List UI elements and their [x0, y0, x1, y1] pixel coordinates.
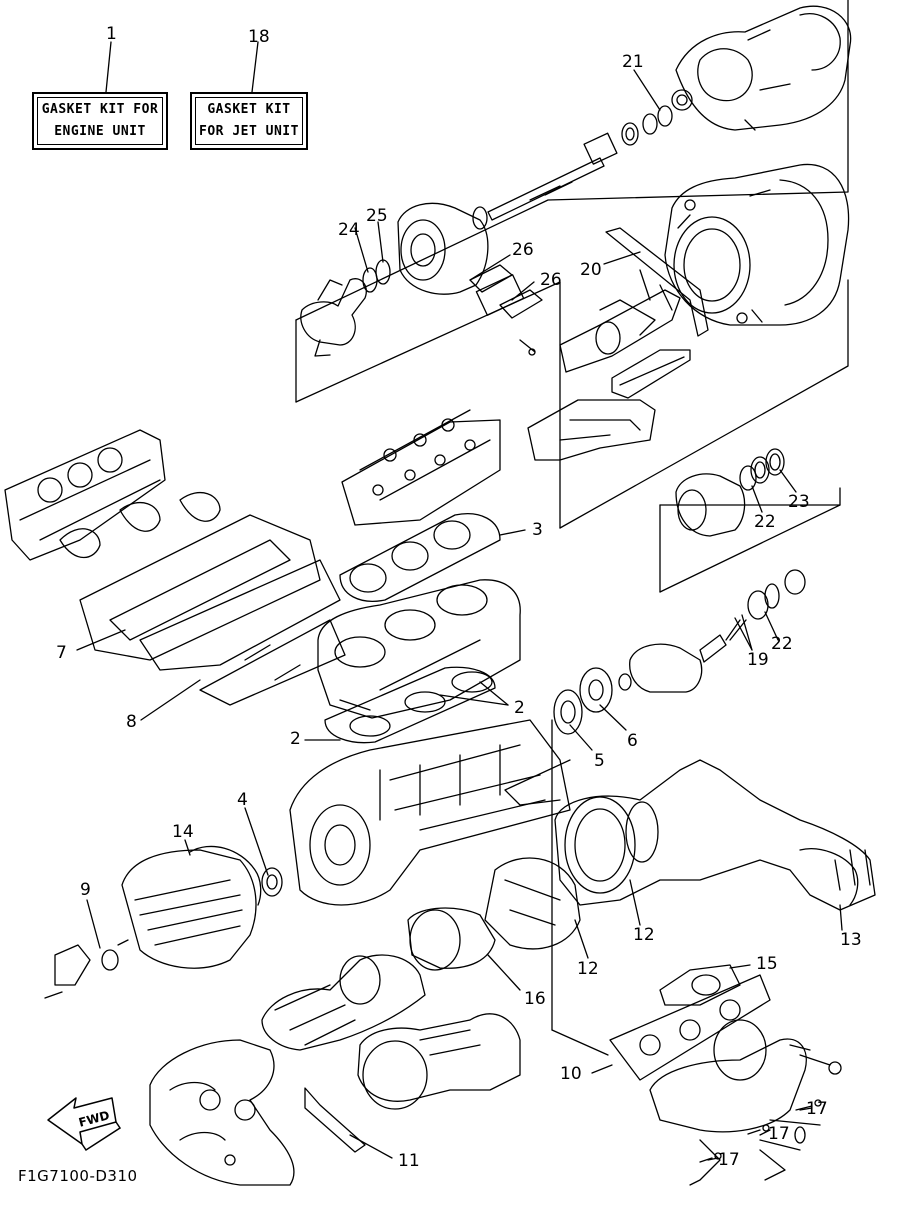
- callout-2a: 2: [514, 698, 525, 718]
- callout-26a: 26: [512, 240, 534, 260]
- kit-jet-line1: GASKET KIT: [207, 102, 291, 117]
- magneto-cover: [121, 849, 257, 969]
- reed-valves: [139, 559, 341, 671]
- intake-manifold: [79, 514, 321, 661]
- callout-9: 9: [80, 880, 91, 900]
- callout-5: 5: [594, 751, 605, 771]
- intake-duct: [559, 289, 681, 373]
- callout-13: 13: [840, 930, 862, 950]
- callout-15: 15: [756, 954, 778, 974]
- callout-12b: 12: [577, 959, 599, 979]
- callout-11: 11: [398, 1151, 420, 1171]
- callout-19: 19: [747, 650, 769, 670]
- bearing-housing: [397, 202, 489, 295]
- callout-25: 25: [366, 206, 388, 226]
- ride-plate: [527, 399, 656, 461]
- kit-engine-line2: ENGINE UNIT: [54, 124, 146, 139]
- exhaust-chamber: [609, 974, 771, 1081]
- kit-engine-line1: GASKET KIT FOR: [41, 102, 159, 117]
- diagram-code: F1G7100-D310: [18, 1167, 138, 1185]
- jet-unit-frame: [295, 0, 849, 321]
- callout-2b: 2: [290, 729, 301, 749]
- callout-20: 20: [580, 260, 602, 280]
- manifold-gasket: [109, 539, 291, 641]
- callout-14: 14: [172, 822, 194, 842]
- callout-4: 4: [237, 790, 248, 810]
- kit-box-engine: GASKET KIT FOR ENGINE UNIT: [32, 92, 168, 150]
- callout-16: 16: [524, 989, 546, 1009]
- callout-21: 21: [622, 52, 644, 72]
- carburetors: [4, 429, 166, 561]
- kit-box-jet: GASKET KIT FOR JET UNIT: [190, 92, 308, 150]
- jet-pump-housing: [675, 5, 852, 131]
- callout-23: 23: [788, 492, 810, 512]
- callout-3: 3: [532, 520, 543, 540]
- callout-10: 10: [560, 1064, 582, 1084]
- head-gasket: [339, 513, 501, 602]
- callout-6: 6: [627, 731, 638, 751]
- cylinder-block: [317, 579, 521, 719]
- callout-17b: 17: [768, 1124, 790, 1144]
- cylinder-head: [341, 419, 501, 526]
- callout-24: 24: [338, 220, 360, 240]
- crankcase: [289, 719, 571, 906]
- impeller-housing: [664, 163, 850, 326]
- callout-22a: 22: [754, 512, 776, 532]
- callout-7: 7: [56, 643, 67, 663]
- kit-engine-number: 1: [106, 24, 117, 44]
- callout-26b: 26: [540, 270, 562, 290]
- callout-22b: 22: [771, 634, 793, 654]
- callout-12a: 12: [633, 925, 655, 945]
- reverse-bracket: [605, 227, 709, 337]
- callout-17c: 17: [718, 1150, 740, 1170]
- exhaust-pipe: [261, 954, 426, 1051]
- impeller: [300, 278, 367, 346]
- callout-17a: 17: [806, 1099, 828, 1119]
- exhaust-outlet-housing: [149, 1039, 295, 1186]
- water-lock: [357, 1013, 521, 1102]
- kit-jet-line2: FOR JET UNIT: [199, 124, 299, 139]
- drive-shaft: [487, 157, 605, 221]
- fwd-arrow-icon: FWD: [47, 1097, 122, 1152]
- kit-jet-number: 18: [248, 27, 270, 47]
- exhaust-manifold: [554, 759, 876, 911]
- callout-8: 8: [126, 712, 137, 732]
